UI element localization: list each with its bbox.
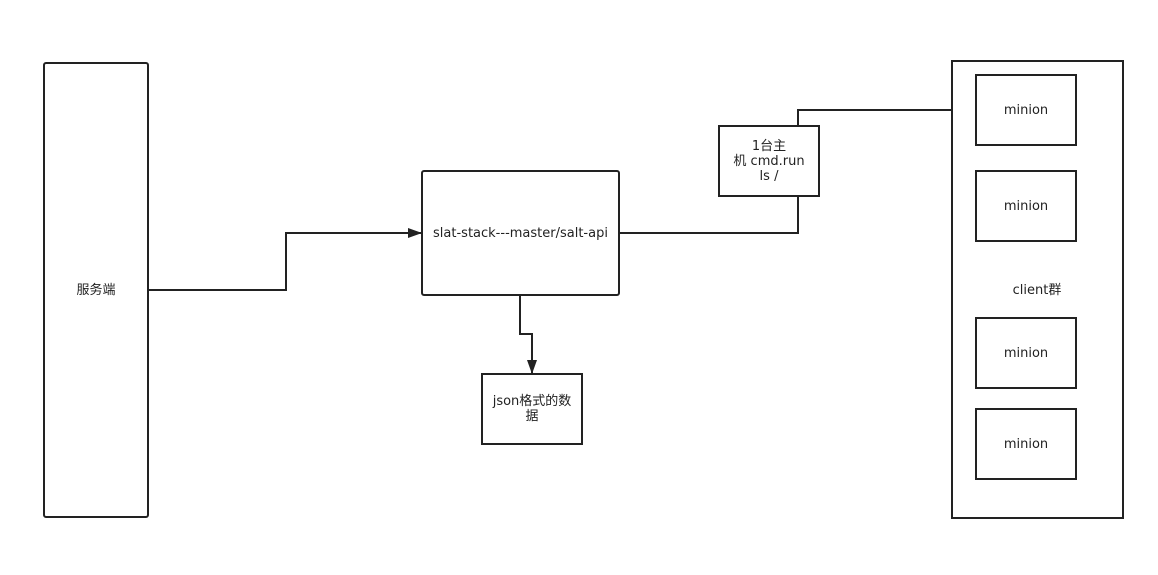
minion-label: minion — [1003, 102, 1049, 118]
json-data-label: json格式的数 据 — [492, 394, 572, 424]
command-node: 1台主 机 cmd.run ls / — [718, 125, 820, 197]
server-node: 服务端 — [43, 62, 149, 518]
minion-label: minion — [1003, 198, 1049, 214]
minion-node: minion — [975, 408, 1077, 480]
client-group-label: client群 — [1012, 283, 1062, 298]
server-label: 服务端 — [76, 282, 116, 298]
server-to-master-arrow — [148, 228, 422, 291]
minion-label: minion — [1003, 345, 1049, 361]
command-label: 1台主 机 cmd.run ls / — [733, 138, 805, 184]
json-data-node: json格式的数 据 — [481, 373, 583, 445]
minion-label: minion — [1003, 436, 1049, 452]
minion-node: minion — [975, 317, 1077, 389]
minion-node: minion — [975, 170, 1077, 242]
master-node: slat-stack---master/salt-api — [421, 170, 620, 296]
master-label: slat-stack---master/salt-api — [433, 225, 608, 241]
master-to-json-arrow — [519, 295, 537, 374]
minion-node: minion — [975, 74, 1077, 146]
